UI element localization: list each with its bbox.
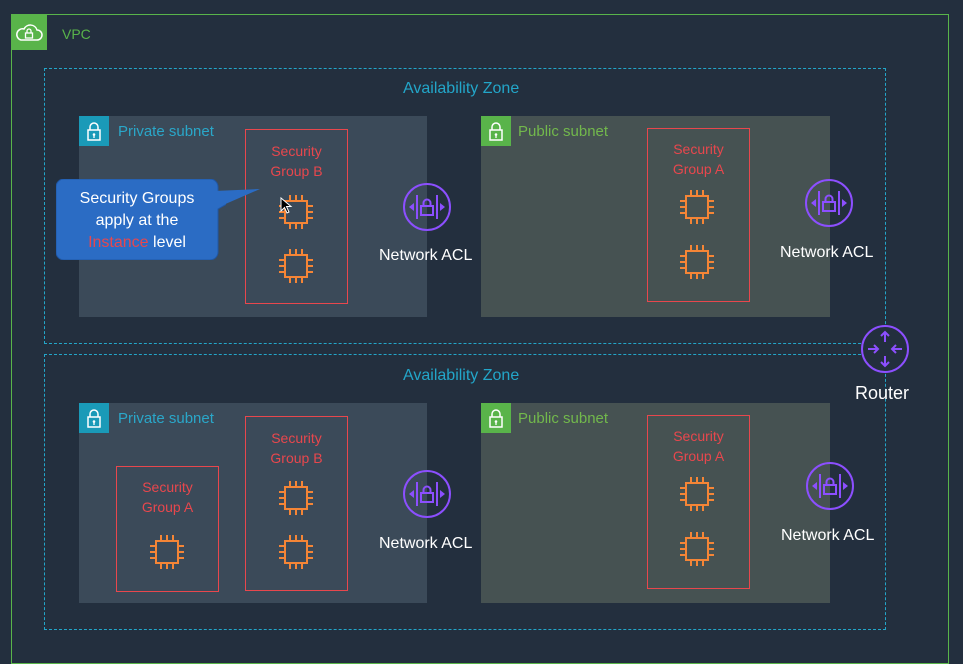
private-subnet-2 [79,403,427,603]
availability-zone-2-label: Availability Zone [403,367,520,384]
vpc-label: VPC [62,26,91,42]
router-icon [861,325,909,373]
network-acl-icon [804,178,854,228]
security-group-a-1 [647,128,750,302]
private-subnet-lock-icon [79,116,109,146]
network-acl-label: Network ACL [780,244,874,261]
availability-zone-2 [44,354,886,630]
ec2-instance-chip-icon [148,533,186,571]
network-acl-icon [402,182,452,232]
ec2-instance-chip-icon [678,475,716,513]
public-subnet-lock-icon [481,116,511,146]
security-group-b-1 [245,129,348,304]
private-subnet-1-label: Private subnet [118,123,214,140]
callout-pointer [214,189,260,209]
router-label: Router [855,383,910,403]
cloud-lock-icon [11,14,47,50]
public-subnet-1 [481,116,830,317]
ec2-instance-chip-icon [277,247,315,285]
security-group-b-2-label: Security Group B [270,430,323,466]
callout-text: Security Groups apply at the Instance le… [79,190,195,251]
network-acl-label: Network ACL [379,247,473,264]
callout-highlight: Instance [88,234,149,251]
mouse-cursor-icon [280,197,293,214]
security-group-b-2 [245,416,348,591]
callout-bubble [56,179,226,260]
security-group-a-3-label: Security Group A [672,428,725,464]
availability-zone-1-label: Availability Zone [403,80,520,97]
public-subnet-1-label: Public subnet [518,123,609,140]
ec2-instance-chip-icon [678,530,716,568]
security-group-a-2-label: Security Group A [141,479,194,515]
public-subnet-2 [481,403,830,603]
ec2-instance-chip-icon [678,243,716,281]
ec2-instance-chip-icon [277,533,315,571]
network-acl-icon [402,469,452,519]
ec2-instance-chip-icon [277,479,315,517]
network-acl-label: Network ACL [781,527,875,544]
security-group-a-1-label: Security Group A [672,141,725,177]
availability-zone-1 [44,68,886,344]
private-subnet-2-label: Private subnet [118,410,214,427]
security-group-b-1-label: Security Group B [270,143,323,179]
network-acl-label: Network ACL [379,535,473,552]
ec2-instance-chip-icon [678,188,716,226]
security-group-a-2 [116,466,219,592]
security-group-a-3 [647,415,750,589]
network-acl-icon [805,461,855,511]
public-subnet-2-label: Public subnet [518,410,609,427]
public-subnet-lock-icon [481,403,511,433]
private-subnet-lock-icon [79,403,109,433]
